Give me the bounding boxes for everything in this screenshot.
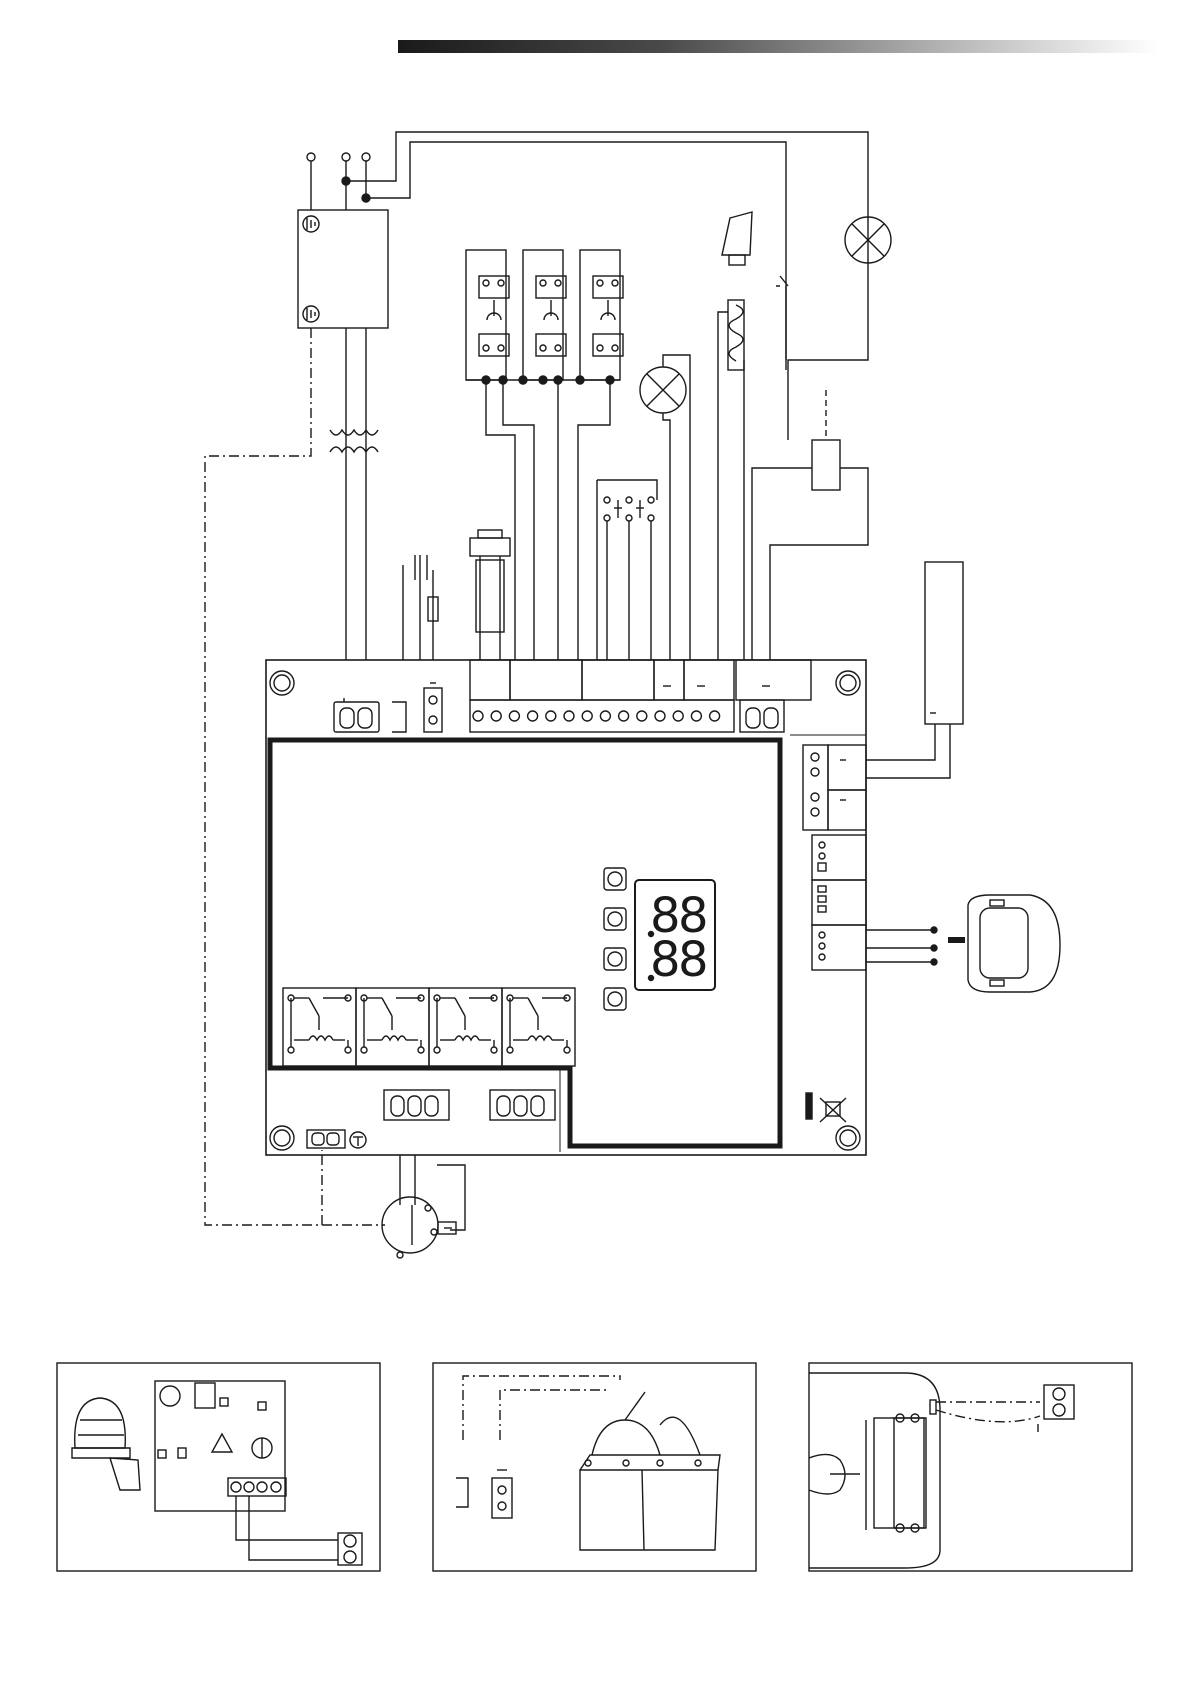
encoder-wiring (866, 562, 963, 778)
relay-icon (283, 988, 356, 1066)
transformer-icon (330, 328, 378, 660)
terminal-screw (473, 711, 483, 721)
disposal-symbol-icon (806, 1093, 846, 1122)
relay-icon (356, 988, 429, 1066)
control-board: 8 8 8 8 (266, 660, 866, 1155)
photocell-2-icon (536, 276, 566, 356)
capacitor-icon (403, 555, 438, 660)
terminal-screw (564, 711, 574, 721)
programming-buttons (604, 868, 626, 1010)
seven-segment-display: 8 8 8 8 (635, 880, 715, 990)
terminal-screw (491, 711, 501, 721)
inset-battery (433, 1363, 756, 1571)
key-switch-icon (470, 530, 510, 660)
inset-limit-switch (809, 1363, 1132, 1571)
display-digit: 8 (678, 932, 709, 988)
terminal-screw (637, 711, 647, 721)
fuse-holder-icon (424, 683, 442, 732)
motor-icon (382, 1155, 465, 1258)
terminal-screw (710, 711, 720, 721)
photocells (466, 250, 623, 660)
terminal-ac-output (736, 660, 811, 732)
mains-filter-box (298, 210, 388, 328)
electric-lock-icon (718, 212, 752, 660)
mains-input (307, 132, 868, 440)
terminal-screw (691, 711, 701, 721)
display-digit: 8 (650, 932, 681, 988)
terminal-screw (619, 711, 629, 721)
relay-bank (283, 988, 575, 1066)
terminal-screw (582, 711, 592, 721)
push-buttons-icon (597, 480, 657, 660)
right-connectors (803, 745, 866, 970)
flashing-light-icon (776, 217, 891, 360)
photocell-1-icon (479, 276, 509, 356)
terminal-screw (546, 711, 556, 721)
terminal-screw (655, 711, 665, 721)
terminal-screw (673, 711, 683, 721)
inset-flashing-lamp (57, 1363, 380, 1571)
power-terminal (334, 698, 379, 732)
earth-line (205, 328, 385, 1225)
terminal-strip-top (470, 660, 734, 732)
motor-terminals (307, 1090, 555, 1148)
terminal-screw (600, 711, 610, 721)
relay-icon (502, 988, 575, 1066)
jumper-icon (392, 702, 406, 732)
photocell-3-icon (593, 276, 623, 356)
remote-receiver-icon (866, 895, 1060, 992)
indicator-lamp-icon (640, 355, 690, 660)
terminal-screw (528, 711, 538, 721)
terminal-screw (509, 711, 519, 721)
courtesy-relay-module (752, 390, 868, 660)
relay-icon (429, 988, 502, 1066)
